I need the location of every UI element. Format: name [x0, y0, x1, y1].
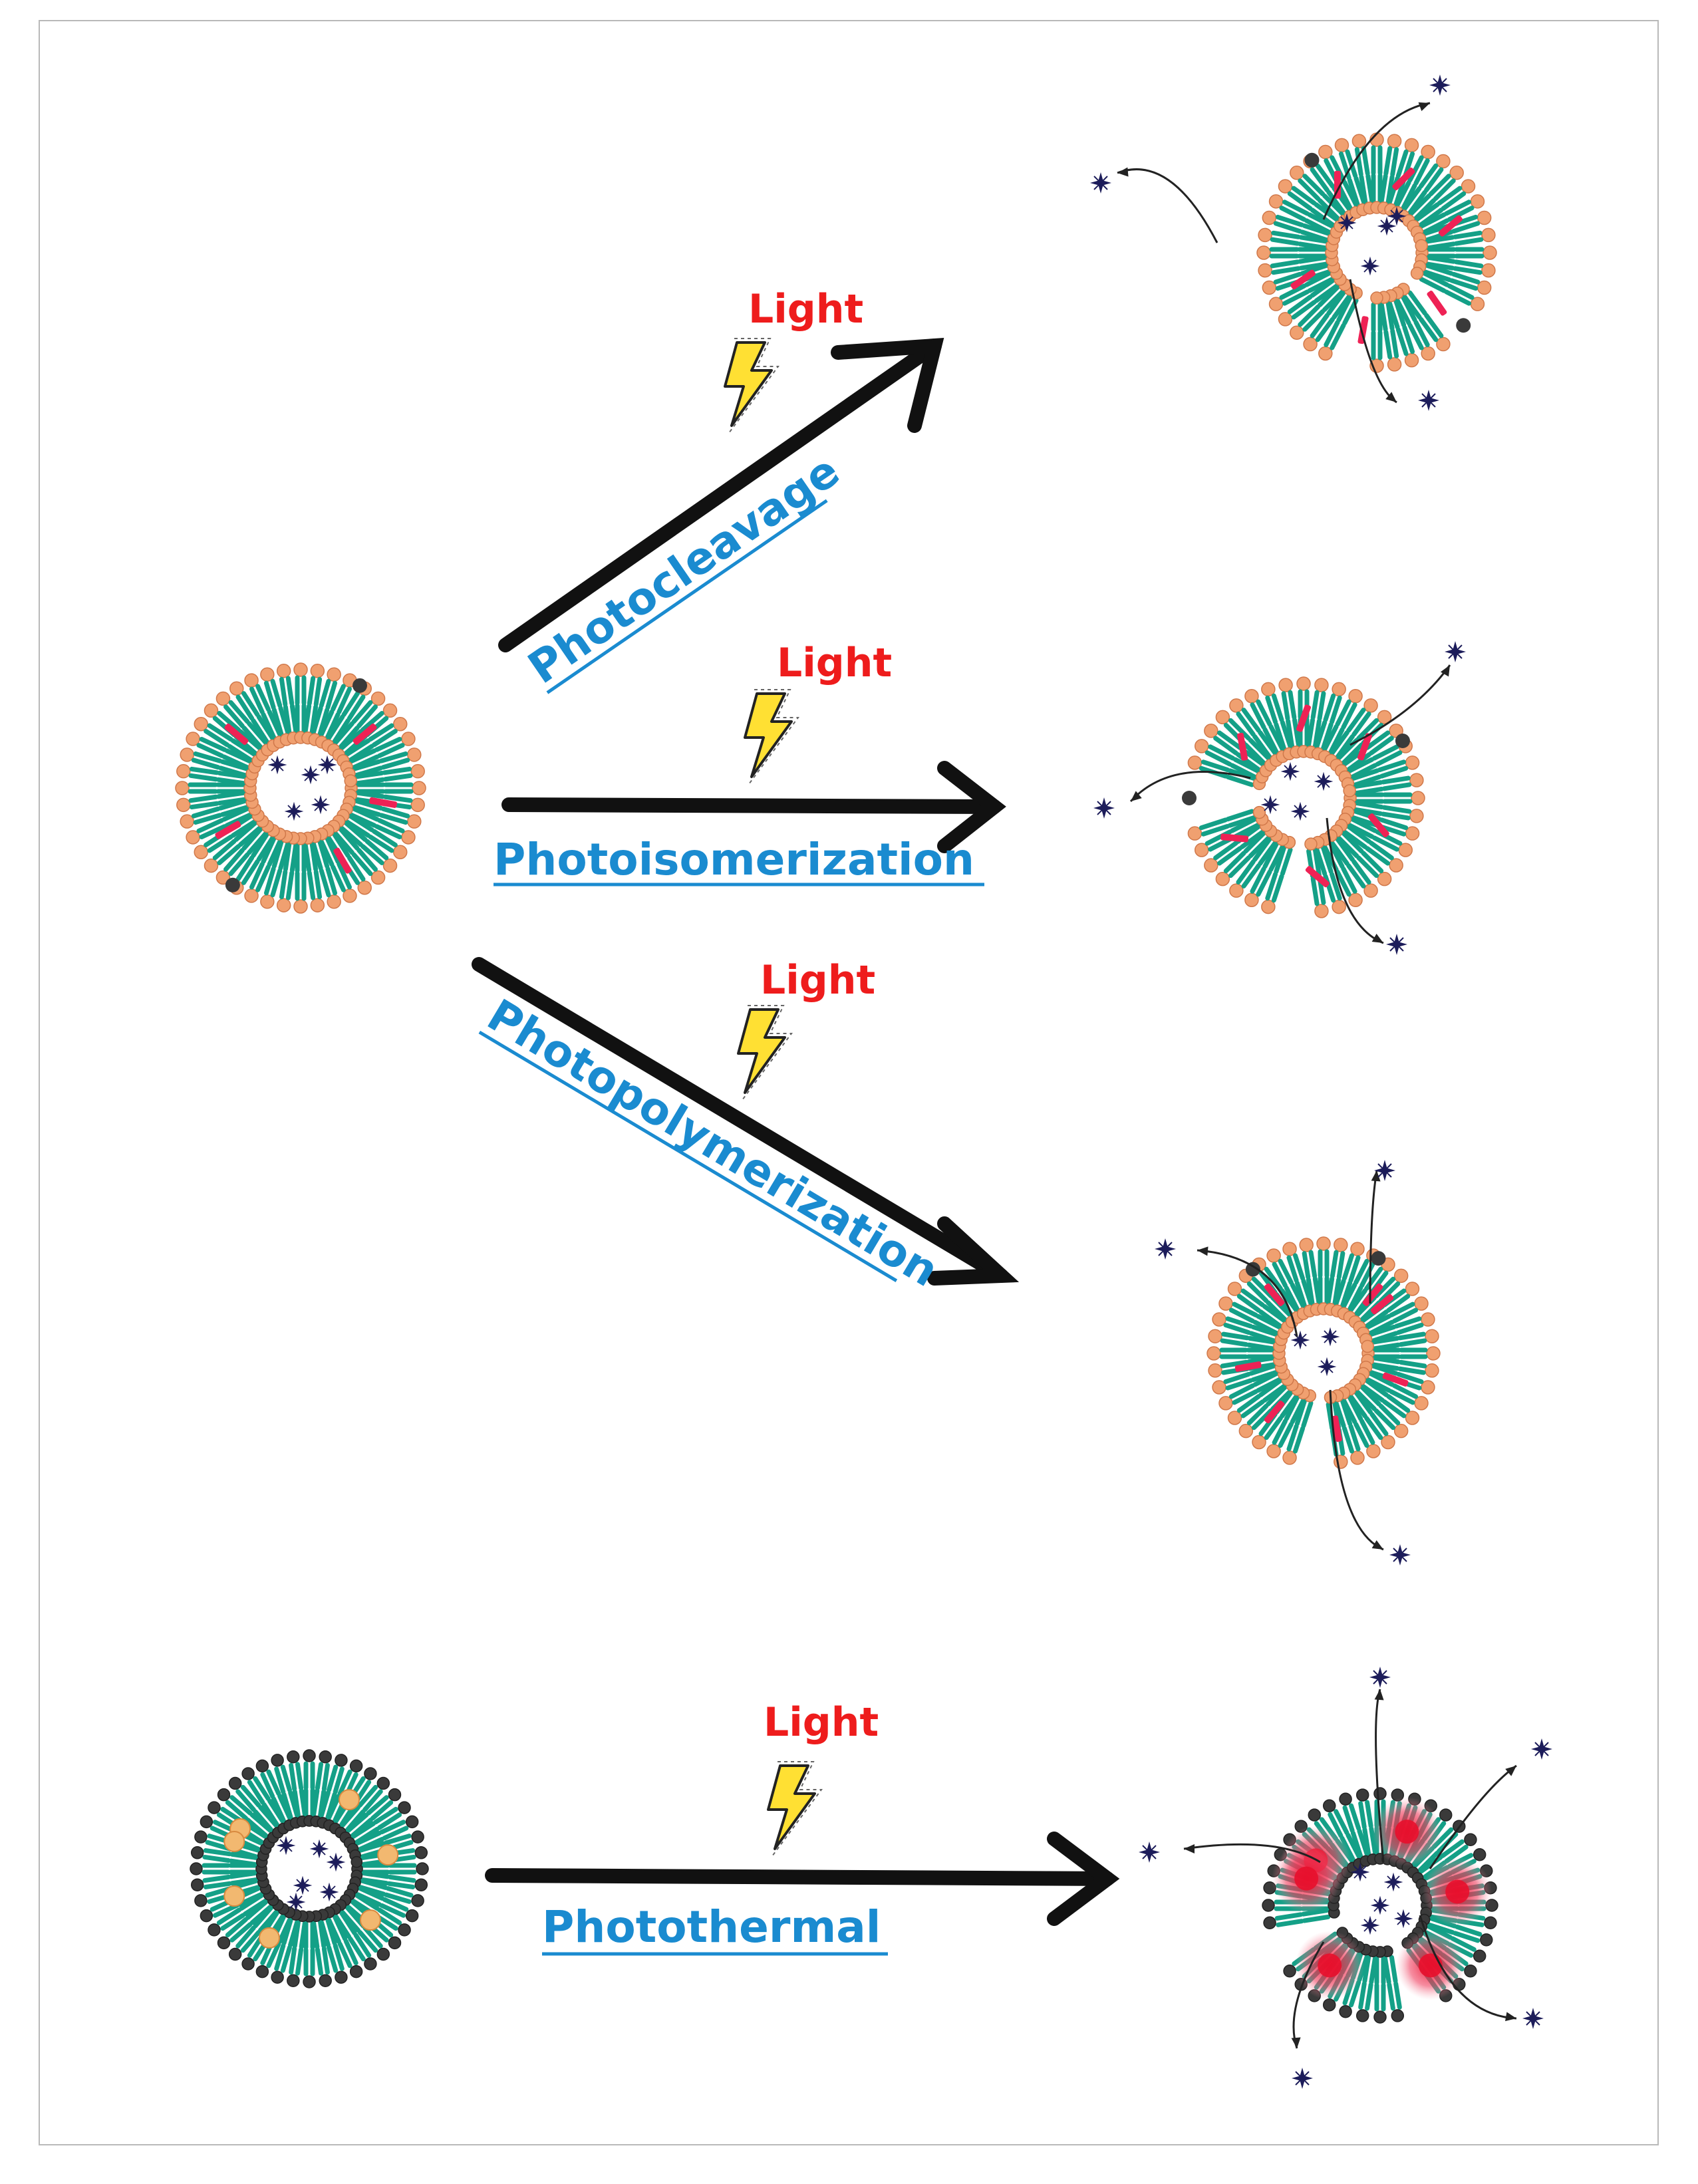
drug-molecule-icon — [1292, 2068, 1313, 2089]
drug-molecule-icon — [1260, 795, 1280, 815]
release-arrow-icon — [1129, 771, 1251, 803]
liposome-photocleavage-result — [1256, 132, 1497, 373]
drug-molecule-icon — [301, 765, 321, 785]
release-arrow-icon — [1326, 817, 1384, 944]
drug-molecule-icon — [1337, 213, 1357, 233]
release-arrow-icon — [1369, 1170, 1381, 1304]
label-underline — [546, 499, 828, 694]
lightning-bolt-icon — [737, 1005, 793, 1101]
label-underline — [478, 1030, 898, 1282]
arrow-photocleavage — [498, 337, 944, 652]
drug-molecule-icon — [1317, 1357, 1337, 1377]
drug-molecule-icon — [286, 1892, 306, 1912]
drug-molecule-icon — [1320, 1327, 1340, 1347]
drug-molecule-icon — [1280, 761, 1300, 781]
mechanism-label-photopolymerization: Photopolymerization — [479, 990, 947, 1297]
drug-molecule-icon — [1389, 1544, 1411, 1566]
drug-molecule-icon — [293, 1875, 313, 1895]
release-arrow-icon — [1349, 279, 1397, 404]
drug-molecule-icon — [311, 795, 331, 815]
drug-molecule-icon — [1445, 641, 1466, 662]
drug-molecule-icon — [1290, 801, 1310, 821]
drug-molecule-icon — [284, 801, 304, 821]
drug-molecule-icon — [1290, 1330, 1310, 1350]
release-arrow-icon — [1349, 664, 1451, 746]
lightning-bolt-icon — [744, 689, 799, 785]
drug-molecule-icon — [1370, 1895, 1390, 1915]
light-label: Light — [777, 640, 892, 686]
drug-molecule-icon — [309, 1839, 329, 1859]
light-label: Light — [760, 957, 875, 1004]
release-arrow-icon — [1117, 167, 1218, 243]
release-arrow-icon — [1419, 1915, 1517, 2022]
drug-molecule-icon — [1090, 172, 1111, 194]
liposome-photopolymerization-result — [1206, 1236, 1441, 1469]
drug-molecule-icon — [326, 1852, 346, 1872]
light-label: Light — [748, 286, 863, 333]
drug-molecule-icon — [1155, 1238, 1176, 1260]
drug-molecule-icon — [1139, 1842, 1160, 1863]
arrow-photopolymerization — [472, 957, 1020, 1286]
mechanism-label-photothermal: Photothermal — [542, 1901, 881, 1953]
drug-molecule-icon — [1386, 934, 1407, 955]
drug-molecule-icon — [1522, 2008, 1544, 2029]
source-liposome-photoresponsive — [175, 662, 426, 914]
drug-molecule-icon — [1387, 206, 1407, 226]
release-arrow-icon — [1429, 1764, 1517, 1869]
drug-molecule-icon — [317, 755, 337, 775]
release-arrow-icon — [1329, 1389, 1384, 1551]
drug-molecule-icon — [1383, 1872, 1403, 1892]
figure-frame — [39, 20, 1659, 2145]
release-arrow-icon — [1197, 1246, 1298, 1337]
lightning-bolt-icon — [767, 1761, 823, 1857]
drug-molecule-icon — [1350, 1862, 1370, 1882]
lightning-bolt-icon — [724, 338, 779, 434]
release-arrow-icon — [1183, 1843, 1321, 1863]
liposome-photoisomerization-result — [1182, 676, 1425, 918]
source-liposome-gold — [190, 1749, 429, 1988]
arrow-photothermal — [485, 1832, 1120, 1926]
arrow-photoisomerization — [501, 761, 1006, 853]
drug-molecule-icon — [1531, 1738, 1552, 1760]
drug-molecule-icon — [1314, 771, 1334, 791]
drug-molecule-icon — [1360, 256, 1380, 276]
drug-molecule-icon — [1393, 1909, 1413, 1929]
drug-molecule-icon — [1369, 1667, 1391, 1688]
light-label: Light — [764, 1699, 879, 1746]
drug-molecule-icon — [1360, 1915, 1380, 1935]
drug-molecule-icon — [1429, 74, 1451, 96]
drug-molecule-icon — [1418, 390, 1439, 411]
drug-molecule-icon — [267, 755, 287, 775]
mechanism-label-photoisomerization: Photoisomerization — [494, 834, 974, 885]
release-arrow-icon — [1322, 102, 1431, 220]
drug-molecule-icon — [276, 1836, 296, 1855]
drug-molecule-icon — [1374, 1160, 1395, 1181]
release-arrow-icon — [1374, 1689, 1385, 1863]
drug-molecule-icon — [1093, 797, 1115, 819]
release-arrow-icon — [1291, 1941, 1325, 2049]
drug-molecule-icon — [319, 1882, 339, 1902]
